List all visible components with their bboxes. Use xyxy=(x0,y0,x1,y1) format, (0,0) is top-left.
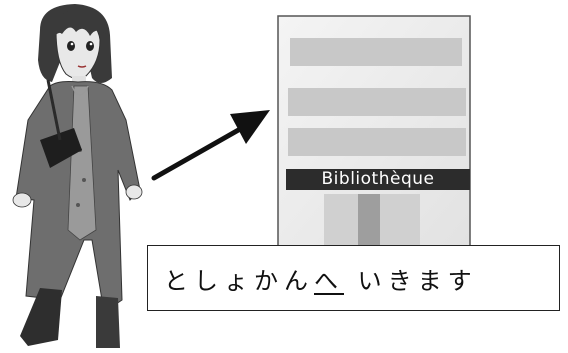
caption-particle-underlined: へ xyxy=(314,266,344,295)
library-sign: Bibliothèque xyxy=(286,169,470,190)
caption-before: としょかん xyxy=(164,266,314,295)
arrow-up-right-icon xyxy=(151,110,270,181)
caption-after: いきます xyxy=(344,266,478,295)
caption-text: としょかんへ いきます xyxy=(164,261,478,296)
library-building-illustration xyxy=(277,15,471,248)
woman-illustration xyxy=(12,4,143,348)
caption-box: としょかんへ いきます xyxy=(147,245,560,311)
